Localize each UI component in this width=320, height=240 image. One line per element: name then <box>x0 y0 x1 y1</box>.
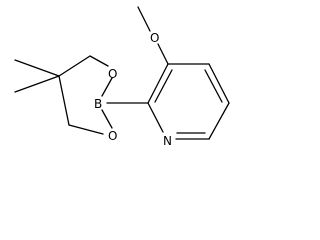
ring-oxygen-bottom-label: O <box>108 129 117 143</box>
methoxy-oxygen-label: O <box>150 31 159 45</box>
boron-label: B <box>94 97 102 111</box>
bottom-oxygen-to-boron-bond <box>101 109 113 129</box>
top-ch2-to-quaternary-bond <box>58 55 91 77</box>
bottom-ch2-to-bottom-oxygen-bond <box>68 124 104 135</box>
bonds <box>14 6 230 140</box>
methoxy-methyl-bond <box>137 6 151 32</box>
pyridine-nitrogen-label: N <box>163 134 172 148</box>
pyridine-bond-c4-c5 <box>208 63 230 104</box>
methoxy-oxygen-to-ring-bond <box>157 43 169 65</box>
atom-labels: O O B O N <box>94 31 172 148</box>
methyl-bond-upper <box>14 59 60 77</box>
ring-oxygen-top-label: O <box>108 67 117 81</box>
methyl-bond-lower <box>14 75 60 93</box>
structure-diagram: O O B O N <box>14 6 230 148</box>
boron-to-top-oxygen-bond <box>101 77 113 97</box>
pyridine-bond-c5-c6 <box>208 102 230 140</box>
top-oxygen-to-ch2-bond <box>89 55 109 67</box>
pyridine-double-bond-c2-c3 <box>154 69 173 103</box>
pyridine-double-bond-c4-c5 <box>204 69 223 103</box>
pyridine-bond-n-c2 <box>147 102 164 133</box>
quaternary-to-bottom-ch2-bond <box>58 75 70 126</box>
pyridine-bond-c2-c3 <box>147 63 169 104</box>
